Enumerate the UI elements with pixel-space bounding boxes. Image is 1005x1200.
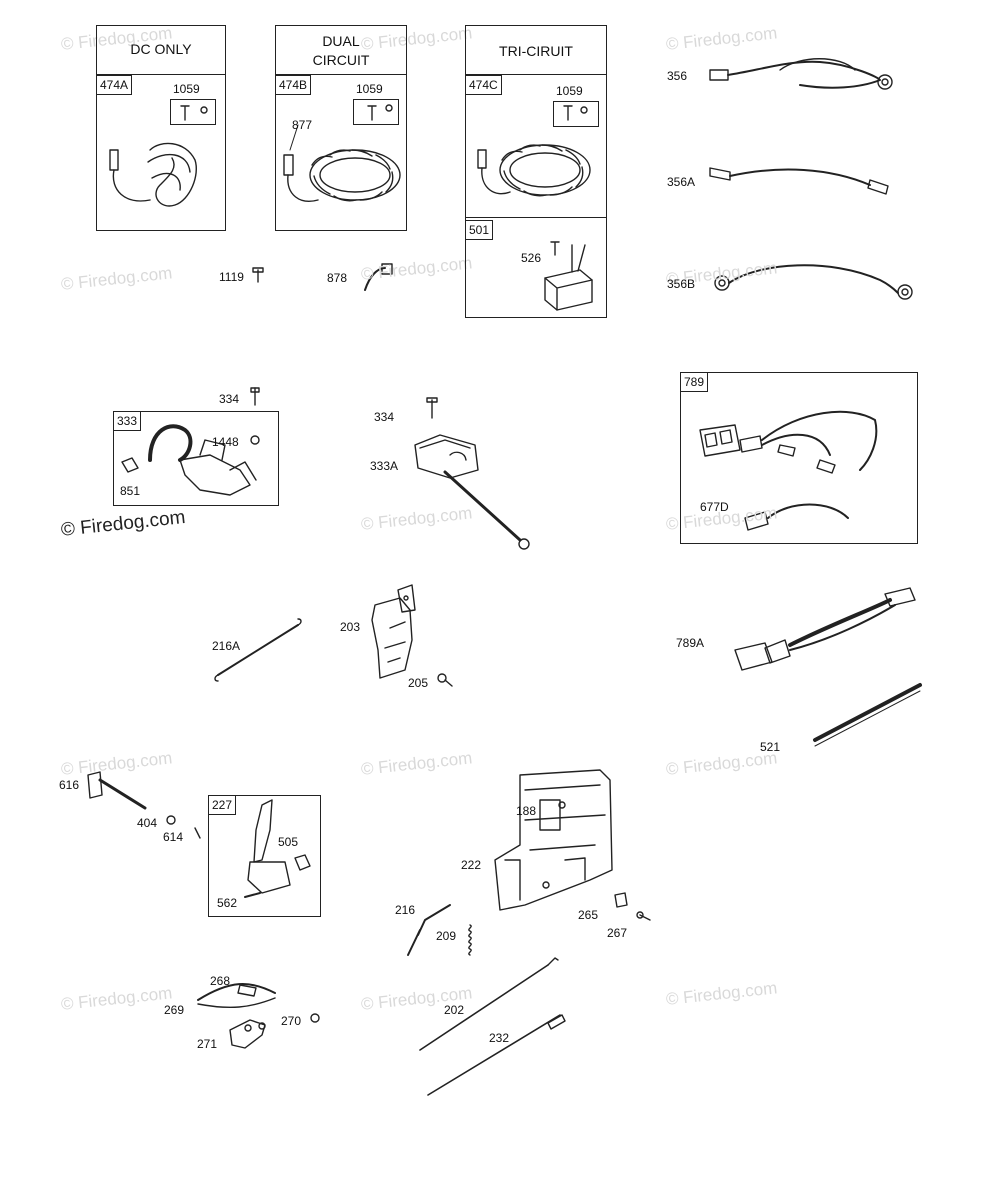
part-label-505: 505 [278,835,299,849]
part-label-188: 188 [516,804,537,818]
tag-474a: 474A [96,75,133,95]
rod-216a [214,618,302,682]
part-label-877: 877 [292,118,313,132]
part-label-203: 203 [340,620,361,634]
group-throttle-lever [208,795,321,917]
part-label-616: 616 [59,778,80,792]
tube-521 [813,683,922,747]
screw-1059-a [180,105,208,121]
screw-1119 [252,267,264,283]
part-label-271: 271 [197,1037,218,1051]
tag-789: 789 [680,372,709,392]
part-label-614: 614 [163,830,184,844]
spring-209 [468,924,472,956]
group-tri-divider [465,217,607,218]
part-label-1119: 1119 [219,270,244,284]
part-label-356a: 356A [667,175,696,189]
group-tri-circuit-title: TRI-CIRUIT [499,43,573,59]
harness-789a-part [734,587,916,671]
part-label-789a: 789A [676,636,705,650]
part-label-356b: 356B [667,277,696,291]
part-label-216: 216 [395,903,416,917]
part-label-209: 209 [436,929,457,943]
group-dual-circuit-title-line1: DUAL [322,33,360,49]
tag-1059-a: 1059 [170,80,216,100]
part-label-232: 232 [489,1031,510,1045]
group-dc-only-title: DC ONLY [130,41,192,57]
throttle-lever-part [244,799,311,898]
kill-switch-part [121,387,260,496]
part-label-404: 404 [137,816,158,830]
screw-1059-c [563,105,588,121]
rod-232 [427,1014,566,1096]
group-dc-only-header [96,25,226,75]
wire-878 [364,263,393,291]
throttle-control-part [414,397,530,550]
part-label-265: 265 [578,908,599,922]
screw-1059-b [367,104,393,121]
harness-789-part [699,410,878,531]
part-label-562: 562 [217,896,238,910]
stator-dc-only-part [109,142,197,207]
part-label-268: 268 [210,974,231,988]
part-label-356: 356 [667,69,688,83]
part-label-202: 202 [444,1003,465,1017]
stator-tri-circuit-part [477,144,591,197]
tag-474c: 474C [465,75,502,95]
part-label-267: 267 [607,926,628,940]
lever-616-part [87,771,201,839]
tag-501: 501 [465,220,494,240]
part-label-334-b: 334 [374,410,395,424]
tag-474b: 474B [275,75,312,95]
rectifier-part [544,241,593,311]
group-harness-789 [680,372,918,544]
group-dual-circuit-title-line2: CIRCUIT [312,52,370,68]
part-label-878: 878 [327,271,348,285]
part-label-216a: 216A [212,639,241,653]
tag-1059-b: 1059 [353,80,399,100]
part-label-526: 526 [521,251,542,265]
cable-268-269 [197,983,276,1009]
part-label-677d: 677D [700,500,729,514]
tag-333: 333 [113,411,142,431]
tag-227: 227 [208,795,237,815]
part-label-222: 222 [461,858,482,872]
part-label-851: 851 [120,484,141,498]
part-label-1448: 1448 [212,435,239,449]
control-bracket-part [494,769,651,921]
part-label-334-a: 334 [219,392,240,406]
rod-202 [419,957,559,1051]
bracket-203-part [371,584,453,687]
lever-271 [229,1013,320,1049]
wire-356a [709,167,889,195]
part-label-521: 521 [760,740,781,754]
part-label-205: 205 [408,676,429,690]
stator-dual-circuit-part [283,124,401,202]
part-label-270: 270 [281,1014,302,1028]
group-tri-circuit-header [465,25,607,75]
group-kill-switch [113,411,279,506]
wire-356b [714,264,913,300]
group-dual-circuit-header [275,25,407,75]
rod-216 [407,904,451,956]
tag-1059-c: 1059 [553,82,599,102]
part-label-333a: 333A [370,459,399,473]
wire-356 [709,58,893,90]
part-label-269: 269 [164,1003,185,1017]
